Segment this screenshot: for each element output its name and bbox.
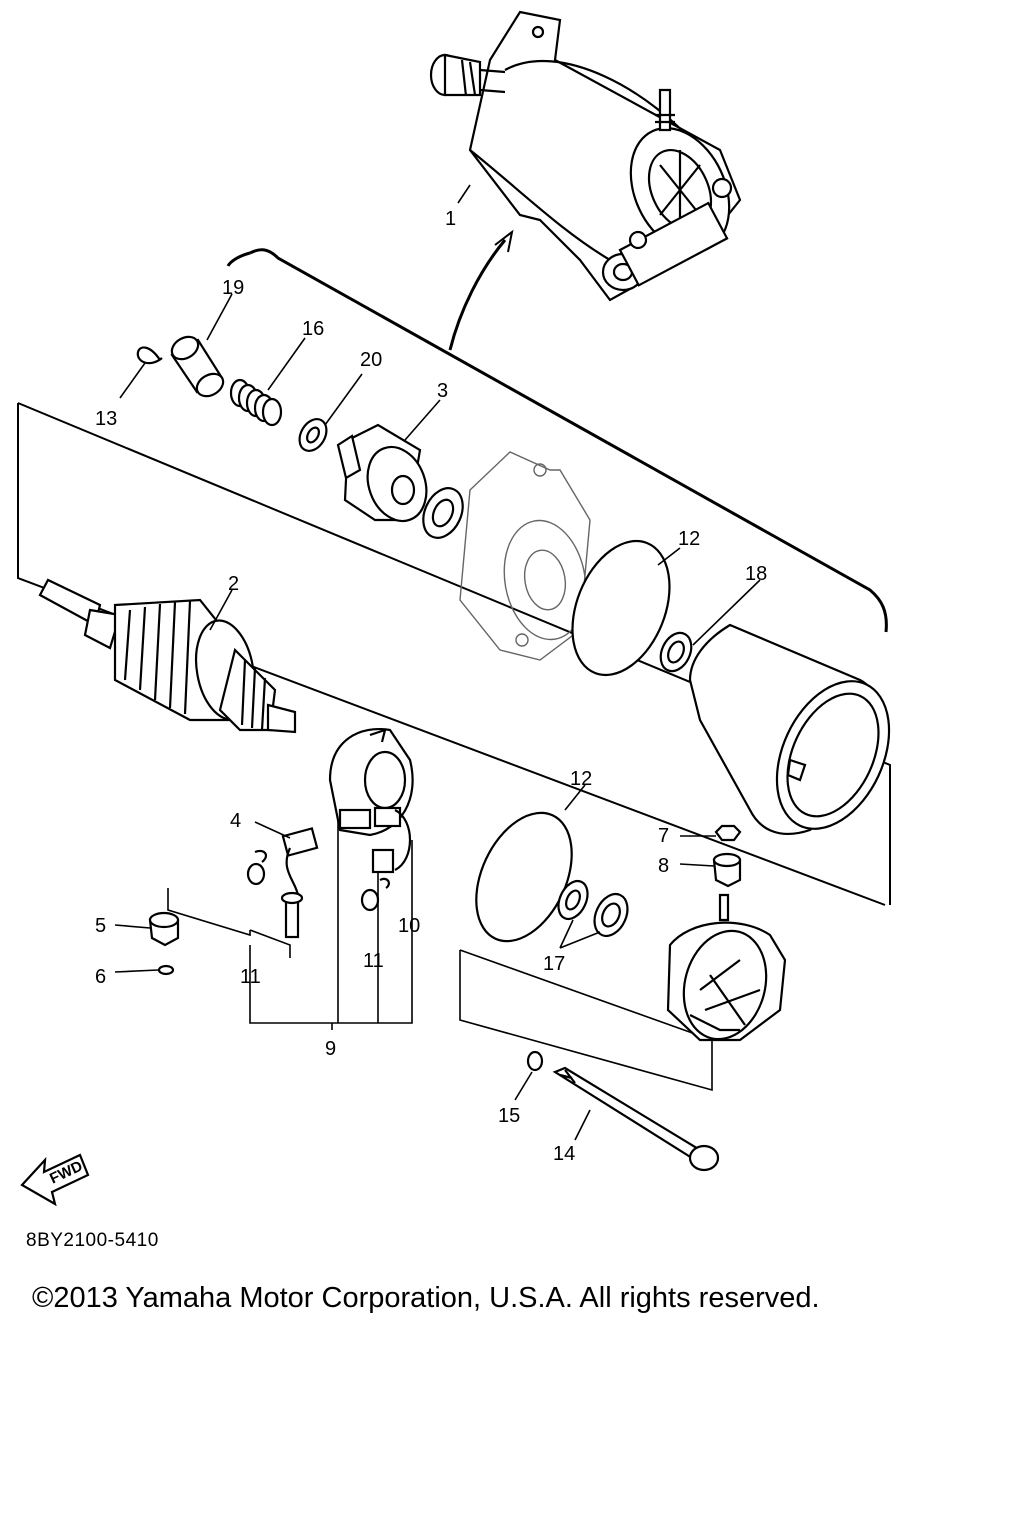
brush-part <box>281 827 319 896</box>
callout-17: 17 <box>543 953 565 975</box>
callout-14: 14 <box>553 1143 575 1165</box>
brush-plate-part <box>328 728 414 874</box>
thrust-washer-part <box>557 879 629 938</box>
starter-motor-assembly <box>429 10 742 302</box>
terminal-insulator-part <box>712 852 742 888</box>
copyright-notice: ©2013 Yamaha Motor Corporation, U.S.A. A… <box>32 1282 820 1314</box>
washer-part <box>422 487 464 539</box>
yoke-housing-part <box>688 623 891 835</box>
callout-19: 19 <box>222 277 244 299</box>
callout-2: 2 <box>228 573 239 595</box>
fwd-arrow-icon: FWD <box>20 1153 90 1207</box>
callout-3: 3 <box>437 380 448 402</box>
callout-10: 10 <box>398 915 420 937</box>
callout-1: 1 <box>445 208 456 230</box>
lock-washer-part <box>246 849 390 912</box>
callout-13: 13 <box>95 408 117 430</box>
o-ring-upper-part <box>571 539 671 677</box>
spring-part <box>229 378 283 427</box>
callout-18: 18 <box>745 563 767 585</box>
callout-11-right: 11 <box>363 950 384 972</box>
leader-lines <box>114 184 761 1141</box>
callout-12-lower: 12 <box>570 768 592 790</box>
callout-16: 16 <box>302 318 324 340</box>
callout-4: 4 <box>230 810 241 832</box>
armature-part <box>38 578 297 734</box>
callout-5: 5 <box>95 915 106 937</box>
washer-part-20 <box>298 418 328 452</box>
rear-cover-part <box>666 893 787 1042</box>
callout-12-upper: 12 <box>678 528 700 550</box>
document-code: 8BY2100-5410 <box>26 1230 159 1251</box>
small-washer-part <box>157 964 175 976</box>
callout-6: 6 <box>95 966 106 988</box>
front-cover-part <box>459 451 591 661</box>
pinion-clutch-part <box>336 423 428 523</box>
brush-bolt-part <box>280 891 304 939</box>
group-bracket-lines <box>17 229 891 1092</box>
through-bolt-part <box>552 1066 720 1172</box>
washer-part-18 <box>659 631 693 673</box>
collar-part <box>170 335 225 398</box>
callout-9: 9 <box>325 1038 336 1060</box>
callout-11-left: 11 <box>240 966 261 988</box>
o-ring-lower-part <box>475 811 573 943</box>
callout-7: 7 <box>658 825 669 847</box>
callout-15: 15 <box>498 1105 520 1127</box>
callout-8: 8 <box>658 855 669 877</box>
circlip-part <box>136 346 163 365</box>
terminal-nut-part <box>714 824 742 842</box>
callout-20: 20 <box>360 349 382 371</box>
bolt-washer-part <box>526 1050 544 1072</box>
insulator-nut-part <box>148 911 180 947</box>
